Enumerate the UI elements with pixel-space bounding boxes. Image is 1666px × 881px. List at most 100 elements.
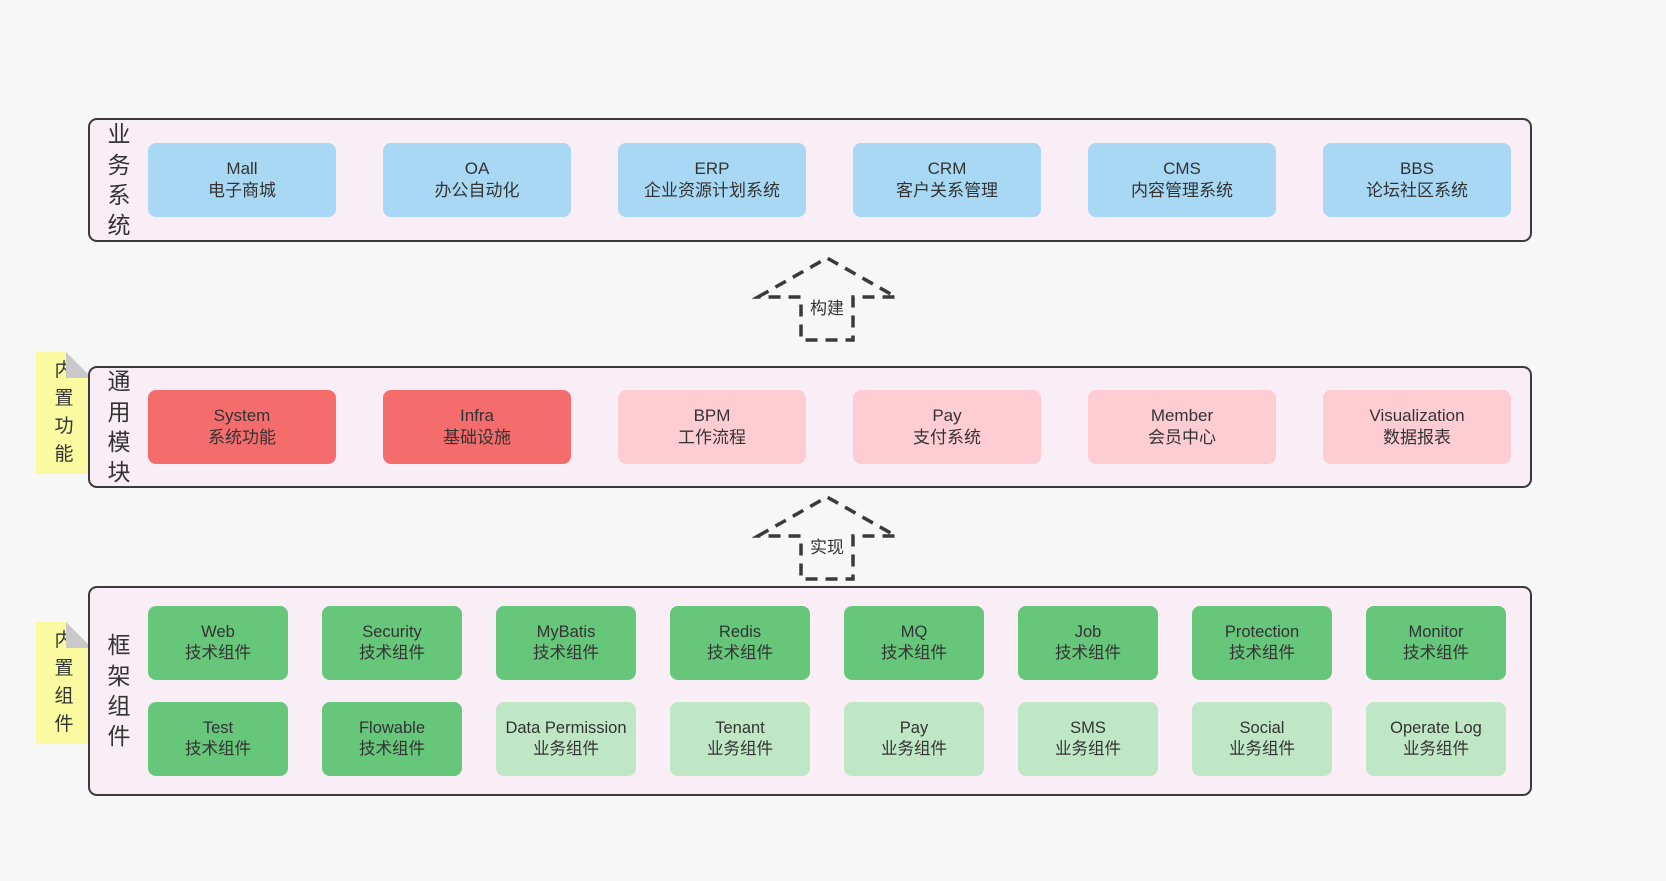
module-name-zh: 业务组件 bbox=[1403, 740, 1469, 758]
sticky-note-built-in-components: 内置组件 bbox=[36, 622, 92, 744]
module-name-zh: 内容管理系统 bbox=[1131, 181, 1233, 200]
module-name-zh: 业务组件 bbox=[533, 740, 599, 758]
module-name-en: OA bbox=[464, 158, 490, 178]
module-box-pay: Pay 业务组件 bbox=[844, 702, 984, 776]
module-box-test: Test 技术组件 bbox=[148, 702, 288, 776]
module-name-zh: 支付系统 bbox=[913, 428, 981, 447]
module-box-mybatis: MyBatis 技术组件 bbox=[496, 606, 636, 680]
module-name-en: Flowable bbox=[358, 718, 426, 737]
module-name-zh: 技术组件 bbox=[707, 644, 773, 662]
module-box-data-permission: Data Permission 业务组件 bbox=[496, 702, 636, 776]
module-name-zh: 技术组件 bbox=[185, 740, 251, 758]
module-name-zh: 企业资源计划系统 bbox=[644, 181, 780, 200]
layer-business-systems: 业务系统 Mall 电子商城 OA 办公自动化 ERP 企业资源计划系统 CRM 客户关系管理… bbox=[88, 118, 1532, 242]
module-box-visualization: Visualization 数据报表 bbox=[1323, 390, 1511, 464]
sticky-note-built-in-features: 内置功能 bbox=[36, 352, 92, 474]
layer-title-business-systems: 业务系统 bbox=[90, 120, 148, 240]
module-box-mall: Mall 电子商城 bbox=[148, 143, 336, 217]
module-name-en: SMS bbox=[1070, 718, 1106, 737]
module-name-en: CMS bbox=[1163, 158, 1201, 178]
module-name-zh: 业务组件 bbox=[881, 740, 947, 758]
module-name-zh: 论坛社区系统 bbox=[1366, 181, 1468, 200]
layer-title-common-modules: 通用模块 bbox=[90, 368, 148, 486]
layer-title-framework-components: 框架组件 bbox=[90, 588, 148, 794]
implement-arrow: 实现 bbox=[752, 492, 902, 582]
module-name-en: Mall bbox=[226, 158, 258, 178]
build-arrow-label: 构建 bbox=[807, 294, 847, 320]
module-name-en: BBS bbox=[1399, 158, 1435, 178]
module-name-en: Pay bbox=[932, 405, 962, 425]
layer-content: Mall 电子商城 OA 办公自动化 ERP 企业资源计划系统 CRM 客户关系管理 CMS 内容… bbox=[148, 120, 1530, 240]
module-name-en: Social bbox=[1239, 718, 1285, 737]
module-name-zh: 电子商城 bbox=[208, 181, 276, 200]
module-name-en: CRM bbox=[927, 158, 967, 178]
module-name-zh: 数据报表 bbox=[1383, 428, 1451, 447]
module-box-crm: CRM 客户关系管理 bbox=[853, 143, 1041, 217]
module-name-zh: 会员中心 bbox=[1148, 428, 1216, 447]
module-name-en: System bbox=[213, 405, 271, 425]
sticky-note-text: 内置组件 bbox=[54, 630, 74, 735]
module-row: Mall 电子商城 OA 办公自动化 ERP 企业资源计划系统 CRM 客户关系管理 CMS 内容… bbox=[148, 143, 1520, 217]
module-name-zh: 技术组件 bbox=[1403, 644, 1469, 662]
module-box-mq: MQ 技术组件 bbox=[844, 606, 984, 680]
module-box-pay: Pay 支付系统 bbox=[853, 390, 1041, 464]
implement-arrow-icon bbox=[752, 494, 902, 581]
module-box-job: Job 技术组件 bbox=[1018, 606, 1158, 680]
module-name-en: Test bbox=[202, 718, 234, 737]
module-name-zh: 技术组件 bbox=[1229, 644, 1295, 662]
module-name-en: Visualization bbox=[1369, 405, 1465, 425]
module-box-oa: OA 办公自动化 bbox=[383, 143, 571, 217]
layer-title-text: 框架组件 bbox=[107, 632, 131, 750]
sticky-note-text: 内置功能 bbox=[54, 360, 74, 465]
module-box-member: Member 会员中心 bbox=[1088, 390, 1276, 464]
module-name-zh: 业务组件 bbox=[707, 740, 773, 758]
module-name-zh: 技术组件 bbox=[881, 644, 947, 662]
module-name-en: Data Permission bbox=[505, 718, 627, 737]
module-name-zh: 业务组件 bbox=[1055, 740, 1121, 758]
module-box-erp: ERP 企业资源计划系统 bbox=[618, 143, 806, 217]
module-name-en: MyBatis bbox=[536, 622, 596, 641]
module-name-en: Pay bbox=[899, 718, 929, 737]
build-arrow: 构建 bbox=[752, 253, 902, 343]
module-name-en: Protection bbox=[1224, 622, 1300, 641]
module-name-zh: 技术组件 bbox=[1055, 644, 1121, 662]
module-name-en: Job bbox=[1074, 622, 1102, 641]
module-name-zh: 技术组件 bbox=[533, 644, 599, 662]
module-name-en: Monitor bbox=[1408, 622, 1464, 641]
module-box-bbs: BBS 论坛社区系统 bbox=[1323, 143, 1511, 217]
module-name-zh: 基础设施 bbox=[443, 428, 511, 447]
module-name-en: Tenant bbox=[715, 718, 765, 737]
module-box-tenant: Tenant 业务组件 bbox=[670, 702, 810, 776]
build-arrow-icon bbox=[752, 255, 902, 342]
module-name-en: Redis bbox=[718, 622, 762, 641]
module-box-cms: CMS 内容管理系统 bbox=[1088, 143, 1276, 217]
module-name-en: MQ bbox=[900, 622, 928, 641]
module-box-system: System 系统功能 bbox=[148, 390, 336, 464]
module-box-protection: Protection 技术组件 bbox=[1192, 606, 1332, 680]
module-name-en: Operate Log bbox=[1390, 718, 1482, 737]
module-box-operate-log: Operate Log 业务组件 bbox=[1366, 702, 1506, 776]
module-name-zh: 办公自动化 bbox=[434, 181, 520, 200]
module-name-zh: 技术组件 bbox=[185, 644, 251, 662]
implement-arrow-label: 实现 bbox=[807, 533, 847, 559]
module-box-monitor: Monitor 技术组件 bbox=[1366, 606, 1506, 680]
module-name-zh: 系统功能 bbox=[208, 428, 276, 447]
module-name-zh: 客户关系管理 bbox=[896, 181, 998, 200]
layer-title-text: 业务系统 bbox=[107, 121, 131, 239]
module-name-en: ERP bbox=[694, 158, 730, 178]
module-name-zh: 技术组件 bbox=[359, 644, 425, 662]
module-box-redis: Redis 技术组件 bbox=[670, 606, 810, 680]
module-name-en: BPM bbox=[693, 405, 731, 425]
module-name-en: Member bbox=[1150, 405, 1214, 425]
module-name-en: Web bbox=[201, 622, 235, 641]
